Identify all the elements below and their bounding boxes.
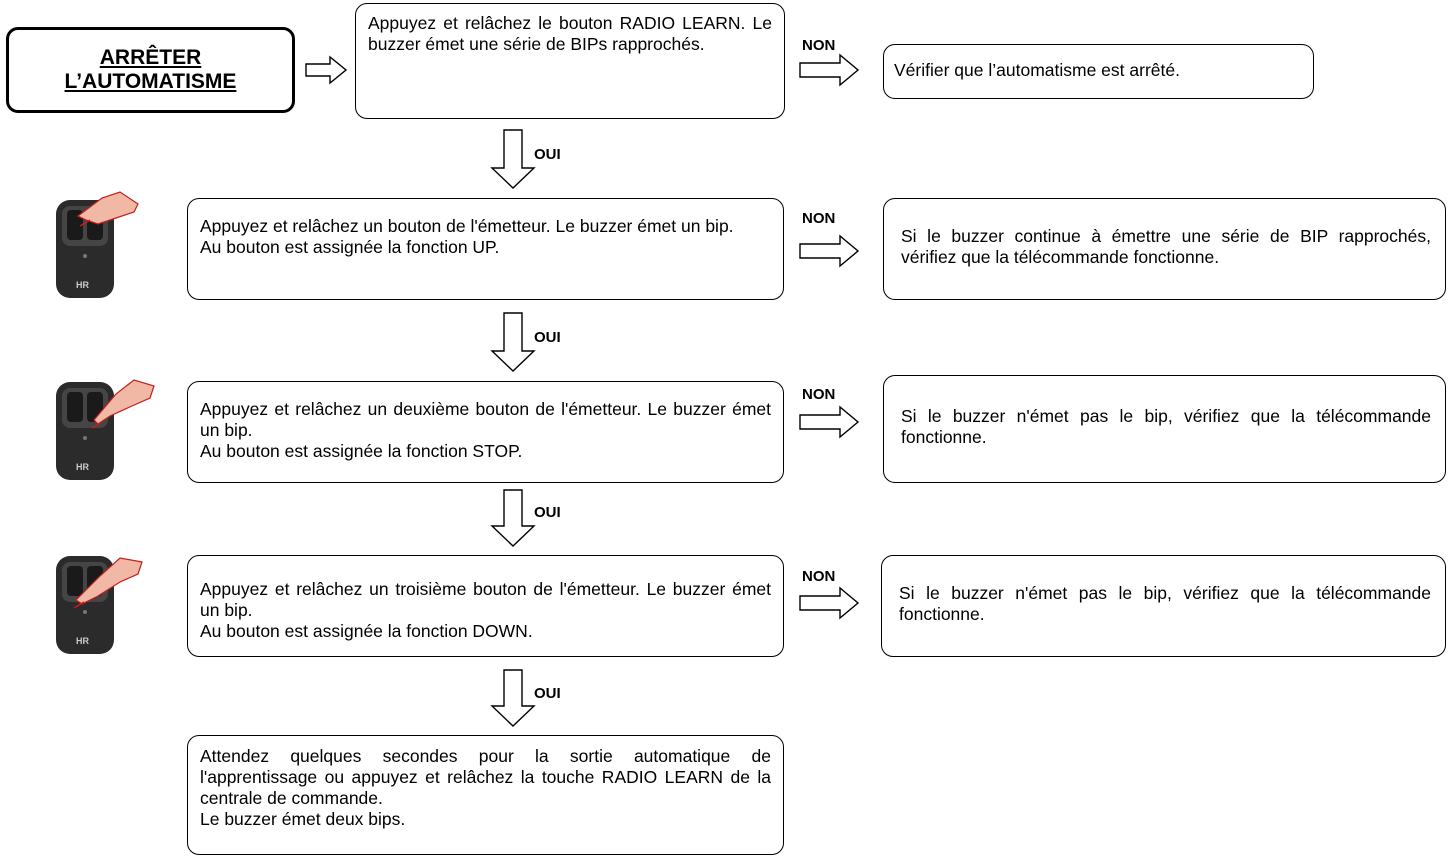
arrow-no — [799, 234, 860, 268]
failure-box-4: Si le buzzer n'émet pas le bip, vérifiez… — [881, 555, 1446, 657]
yes-label: OUI — [534, 329, 561, 346]
failure-text: Si le buzzer n'émet pas le bip, vérifiez… — [901, 406, 1431, 447]
step-text: Le buzzer émet deux bips. — [200, 809, 406, 829]
yes-label: OUI — [534, 685, 561, 702]
arrow-yes — [490, 129, 536, 189]
step-text: Attendez quelques secondes pour la sorti… — [200, 746, 771, 808]
remote-badge: HR — [76, 280, 89, 290]
arrow-no — [799, 405, 860, 439]
step-text: Appuyez et relâchez un troisième bouton … — [200, 579, 771, 620]
failure-box-1: Vérifier que l’automatisme est arrêté. — [883, 44, 1314, 99]
step-box-5: Attendez quelques secondes pour la sorti… — [187, 735, 784, 855]
failure-text: Si le buzzer n'émet pas le bip, vérifiez… — [899, 583, 1431, 624]
failure-box-3: Si le buzzer n'émet pas le bip, vérifiez… — [883, 375, 1446, 483]
no-label: NON — [802, 210, 836, 227]
step-text: Au bouton est assignée la fonction DOWN. — [200, 621, 533, 641]
step-box-1: Appuyez et relâchez le bouton RADIO LEAR… — [355, 3, 785, 119]
arrow-yes — [490, 669, 536, 727]
start-line-1: ARRÊTER — [99, 46, 202, 69]
step-box-4: Appuyez et relâchez un troisième bouton … — [187, 555, 784, 657]
remote-control-icon: HR — [56, 191, 139, 298]
yes-label: OUI — [534, 146, 561, 163]
step-text: Appuyez et relâchez le bouton RADIO LEAR… — [368, 13, 772, 54]
arrow-yes — [490, 312, 536, 372]
step-box-2: Appuyez et relâchez un bouton de l'émett… — [187, 198, 784, 300]
failure-text: Vérifier que l’automatisme est arrêté. — [894, 60, 1180, 80]
step-text: Appuyez et relâchez un bouton de l'émett… — [200, 216, 734, 236]
step-text: Au bouton est assignée la fonction UP. — [200, 237, 500, 257]
arrow-right — [305, 55, 348, 85]
step-text: Au bouton est assignée la fonction STOP. — [200, 441, 523, 461]
arrow-no — [799, 53, 860, 87]
no-label: NON — [802, 37, 836, 54]
yes-label: OUI — [534, 504, 561, 521]
no-label: NON — [802, 568, 836, 585]
step-text: Appuyez et relâchez un deuxième bouton d… — [200, 399, 771, 440]
remote-control-icon: HR — [56, 379, 155, 480]
failure-text: Si le buzzer continue à émettre une séri… — [901, 226, 1431, 267]
remote-badge: HR — [76, 462, 89, 472]
start-box: ARRÊTER L’AUTOMATISME — [6, 27, 295, 113]
arrow-no — [799, 586, 860, 620]
no-label: NON — [802, 386, 836, 403]
arrow-yes — [490, 489, 536, 547]
start-line-2: L’AUTOMATISME — [64, 70, 237, 93]
remote-badge: HR — [76, 636, 89, 646]
step-box-3: Appuyez et relâchez un deuxième bouton d… — [187, 381, 784, 483]
remote-control-icon: HR — [56, 556, 143, 654]
failure-box-2: Si le buzzer continue à émettre une séri… — [883, 198, 1446, 300]
